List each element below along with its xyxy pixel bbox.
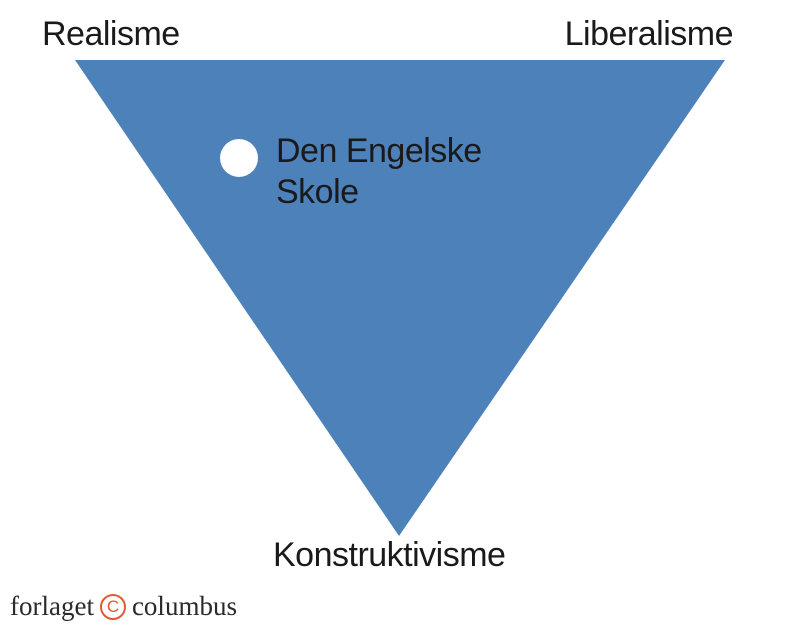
theory-triangle [75, 60, 725, 536]
school-position-marker [220, 139, 258, 177]
corner-label-konstruktivisme: Konstruktivisme [273, 536, 506, 574]
publisher-logo: forlaget C columbus [10, 592, 237, 620]
copyright-icon: C [99, 594, 126, 620]
corner-label-liberalisme: Liberalisme [564, 15, 734, 53]
publisher-name-right: columbus [131, 590, 237, 621]
school-label-line2: Skole [276, 173, 359, 211]
publisher-name-left: forlaget [10, 590, 94, 621]
corner-label-realisme: Realisme [42, 15, 180, 53]
school-label-line1: Den Engelske [276, 132, 482, 170]
school-label: Den Engelske Skole [276, 131, 482, 213]
